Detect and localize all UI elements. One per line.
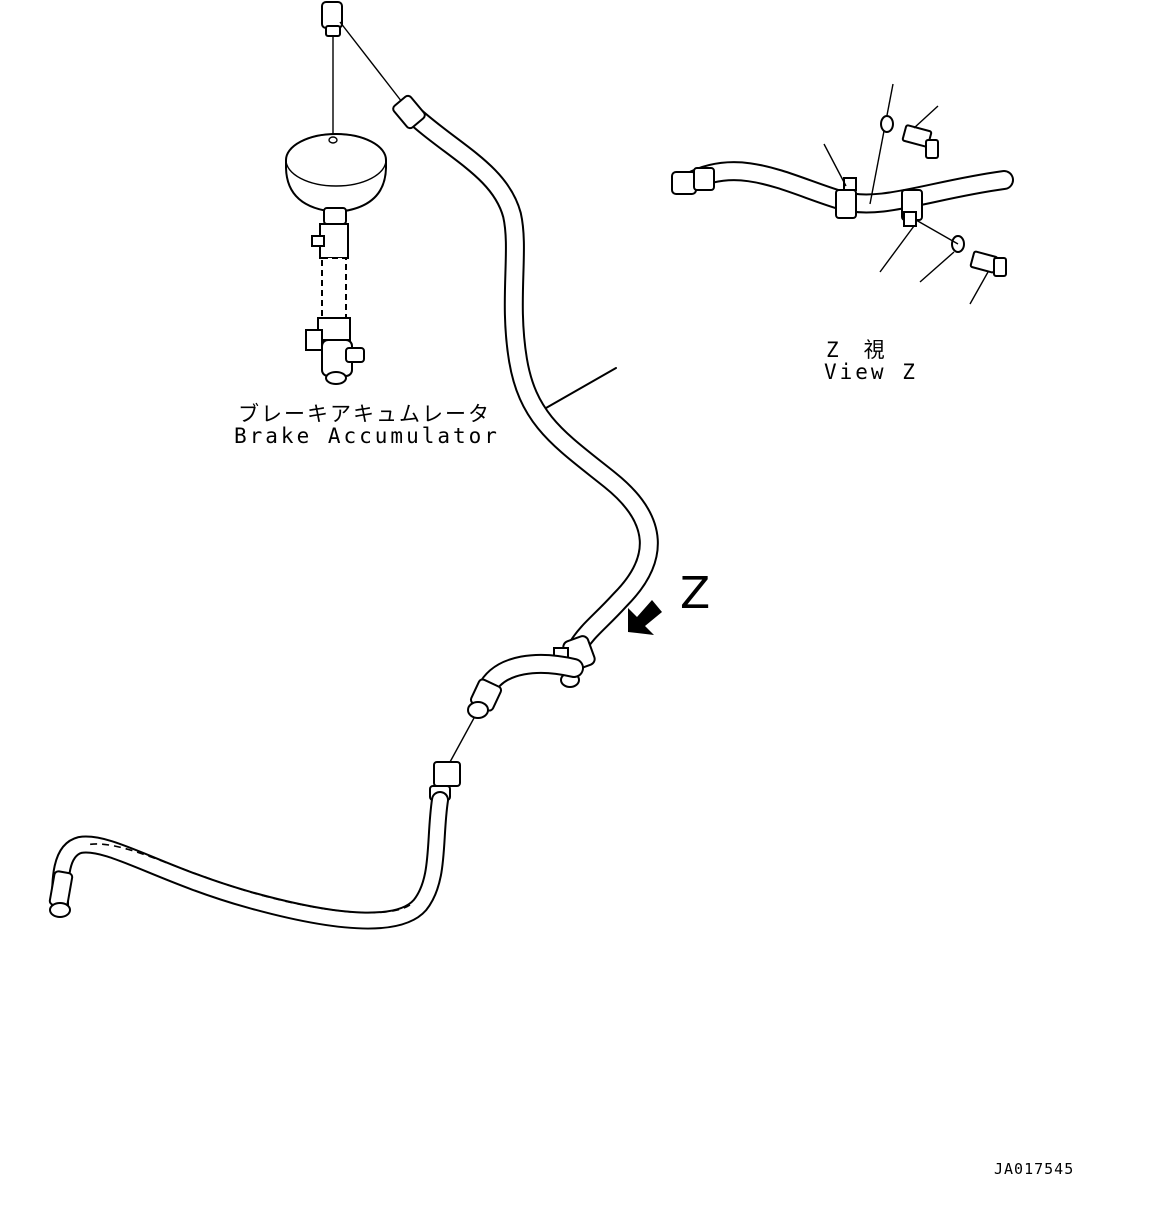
view-z-detail [671, 83, 1014, 305]
view-marker: Z [680, 568, 711, 619]
drawing-number: JA017545 [994, 1160, 1075, 1178]
view-z-label-en: View Z [824, 360, 918, 384]
view-z-label-jp: Z 視 [826, 338, 887, 362]
top-fitting [321, 1, 403, 135]
elbow-fitting [449, 635, 596, 763]
view-z-arrow [628, 600, 662, 635]
accumulator-label-en: Brake Accumulator [234, 424, 500, 448]
lower-hose [48, 761, 461, 930]
brake-accumulator [285, 133, 387, 385]
main-hose [392, 94, 659, 656]
accumulator-label-jp: ブレーキアキュムレータ [238, 402, 491, 426]
